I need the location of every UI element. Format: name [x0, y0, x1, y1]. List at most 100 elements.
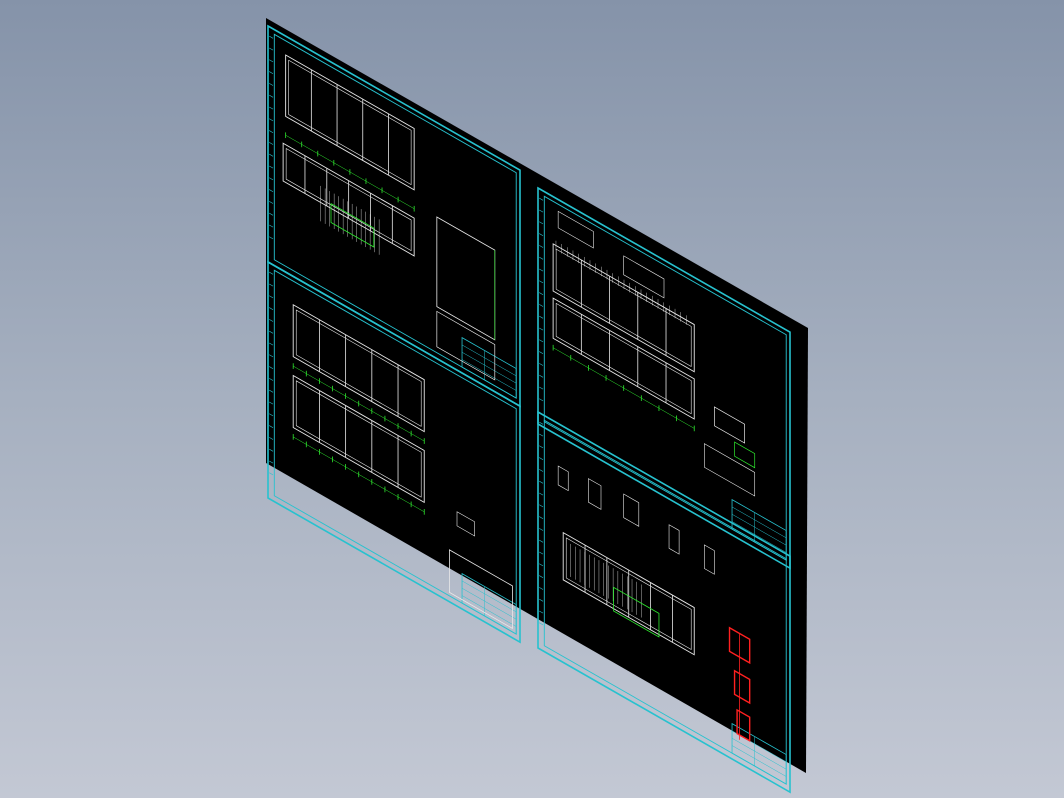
red-detail [728, 626, 751, 665]
sheet-bottom-left[interactable] [267, 260, 521, 644]
binding-tick [269, 177, 274, 181]
binding-tick [269, 165, 274, 169]
binding-tick [539, 551, 544, 555]
binding-tick [539, 221, 544, 225]
binding-tick [539, 374, 544, 378]
title-block-row [731, 738, 787, 770]
binding-tick [269, 83, 274, 86]
wall-inner [555, 302, 692, 415]
binding-tick [539, 256, 544, 260]
binding-tick [269, 366, 274, 369]
binding-tick [269, 307, 274, 310]
binding-tick [539, 492, 544, 496]
wall-outline [292, 374, 425, 504]
section-outline [436, 310, 496, 381]
wall-inner [285, 147, 412, 252]
wall-outline [552, 243, 695, 373]
wall-inner [288, 59, 412, 186]
binding-tick [269, 212, 274, 216]
binding-tick [539, 268, 544, 272]
wall-outline [552, 297, 695, 420]
title-block-row [731, 514, 787, 546]
title-block [731, 722, 787, 785]
binding-tick [539, 327, 544, 331]
binding-tick [539, 575, 544, 578]
binding-tick [269, 354, 274, 358]
binding-tick [269, 330, 274, 334]
binding-tick [539, 587, 544, 590]
title-block-row [461, 359, 517, 391]
title-block [461, 572, 517, 635]
binding-tick [269, 94, 274, 98]
binding-tick [269, 224, 274, 228]
binding-tick [539, 315, 544, 319]
green-detail [734, 441, 756, 469]
wall-inner [295, 309, 422, 427]
binding-tick [269, 153, 274, 157]
section-detail [704, 443, 756, 497]
binding-tick [539, 598, 544, 602]
binding-tick [269, 389, 274, 393]
binding-tick [269, 118, 274, 122]
wall-outline [292, 303, 425, 433]
binding-tick [539, 398, 544, 402]
small-detail [704, 544, 715, 575]
wall-outline [285, 54, 415, 191]
red-detail [733, 669, 751, 705]
binding-tick [539, 610, 544, 614]
title-block [461, 336, 517, 399]
binding-tick [269, 271, 274, 275]
binding-tick [269, 460, 274, 464]
binding-tick [269, 35, 274, 39]
section-detail [623, 255, 665, 299]
binding-tick [539, 209, 544, 213]
binding-tick [539, 622, 544, 626]
binding-tick [539, 480, 544, 484]
title-block-row [731, 506, 787, 539]
binding-tick [269, 295, 274, 299]
binding-tick [539, 469, 544, 472]
binding-tick [539, 516, 544, 519]
binding-tick [539, 386, 544, 390]
binding-tick [539, 280, 544, 284]
binding-tick [539, 433, 544, 437]
binding-tick [269, 437, 274, 440]
binding-tick [539, 304, 544, 307]
binding-tick [539, 421, 544, 425]
binding-tick [269, 472, 274, 476]
binding-tick [269, 448, 274, 452]
binding-tick [269, 378, 274, 381]
title-block-row [461, 580, 517, 613]
binding-tick [269, 401, 274, 405]
binding-tick [269, 142, 274, 145]
title-block-row [731, 745, 787, 777]
binding-tick [539, 339, 544, 343]
binding-tick [539, 528, 544, 531]
binding-tick [269, 106, 274, 110]
title-block-row [461, 344, 517, 377]
wall-inner [555, 248, 692, 368]
binding-tick [269, 425, 274, 428]
title-block-row [461, 588, 517, 620]
binding-tick [539, 351, 544, 354]
sheet-bottom-right[interactable] [537, 410, 791, 794]
binding-tick [269, 319, 274, 322]
binding-tick [269, 130, 274, 133]
dimension-line [293, 365, 425, 442]
binding-tick [539, 245, 544, 248]
binding-tick [269, 413, 274, 417]
binding-tick [539, 292, 544, 295]
dimension-line [293, 436, 425, 513]
dimension-line [285, 134, 415, 209]
binding-tick [269, 47, 274, 51]
binding-tick [539, 445, 544, 449]
binding-tick [269, 59, 274, 63]
small-detail [456, 511, 475, 537]
small-detail [623, 493, 640, 527]
green-detail [613, 586, 660, 638]
small-detail [668, 524, 680, 555]
section-detail [714, 406, 745, 444]
detail-outline [449, 549, 513, 630]
